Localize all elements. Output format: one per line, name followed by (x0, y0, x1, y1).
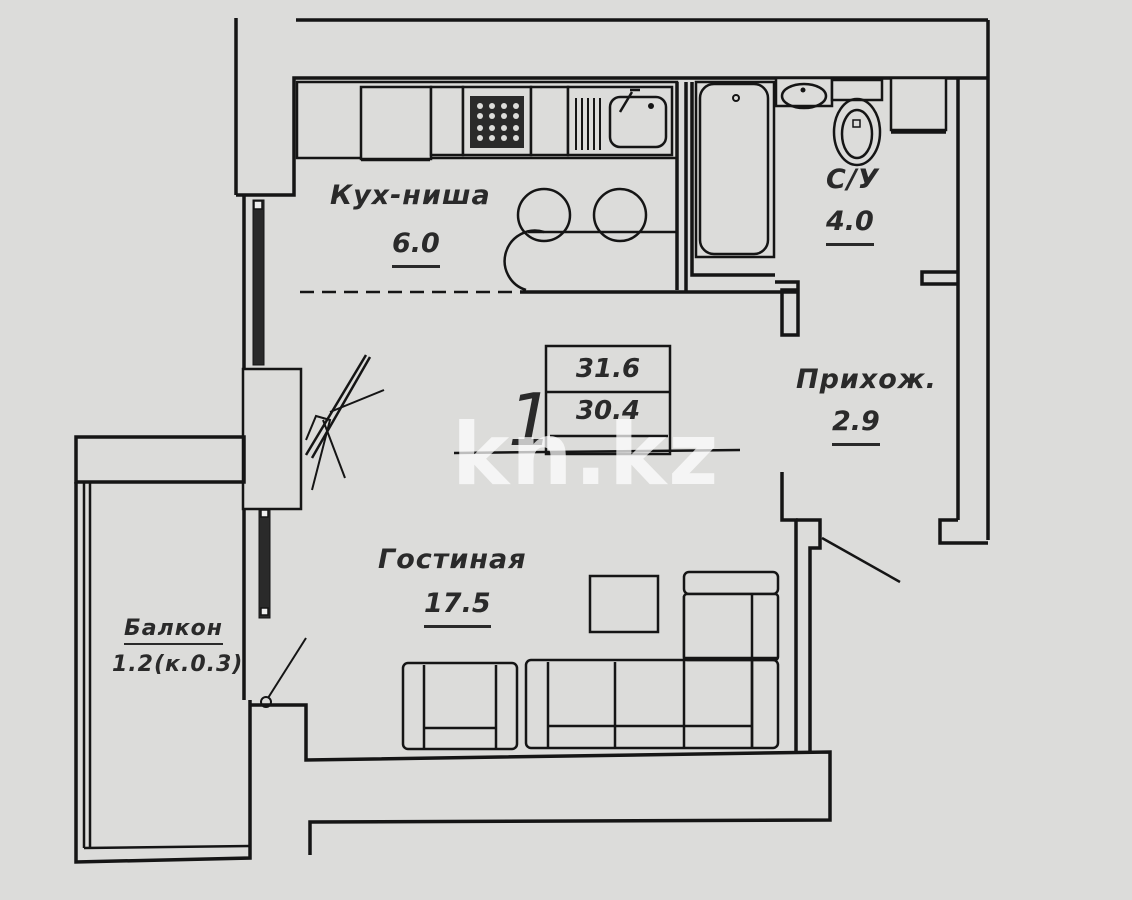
balcony-area: 1.2(к.0.3) (112, 652, 244, 677)
bathroom-label: С/У (826, 164, 880, 195)
area-box (453, 344, 741, 456)
balcony-label: Балкон (124, 616, 223, 645)
bathroom-area: 4.0 (826, 206, 874, 246)
hallway-area: 2.9 (832, 406, 880, 446)
washing-machine-icon (889, 76, 948, 132)
watermark: kn.kz (452, 405, 721, 505)
dining-chairs (300, 82, 798, 294)
unit-number: 1 (508, 378, 554, 462)
living-area: 30.4 (575, 396, 641, 426)
living-room-label: Гостиная (378, 544, 527, 575)
hallway-walls (780, 472, 901, 752)
dish-rack-icon (575, 98, 601, 150)
hallway-label: Прихож. (796, 364, 937, 395)
bathtub-icon (698, 82, 770, 256)
washbasin-icon (780, 82, 828, 110)
table-icon (588, 574, 660, 634)
living-furniture (401, 570, 780, 751)
bathroom-fixtures (684, 76, 958, 337)
kitchen-area: 6.0 (392, 228, 440, 268)
total-area: 31.6 (575, 354, 641, 384)
toilet-icon (832, 97, 882, 167)
balcony-door (241, 354, 385, 511)
balcony (74, 435, 252, 864)
kitchen-sink-icon (608, 95, 668, 149)
kitchen-label: Кух-ниша (330, 180, 491, 211)
living-room-area: 17.5 (424, 588, 491, 628)
living-lower-wall (250, 637, 832, 855)
kitchen-units (295, 80, 679, 162)
exterior-walls (234, 18, 990, 545)
